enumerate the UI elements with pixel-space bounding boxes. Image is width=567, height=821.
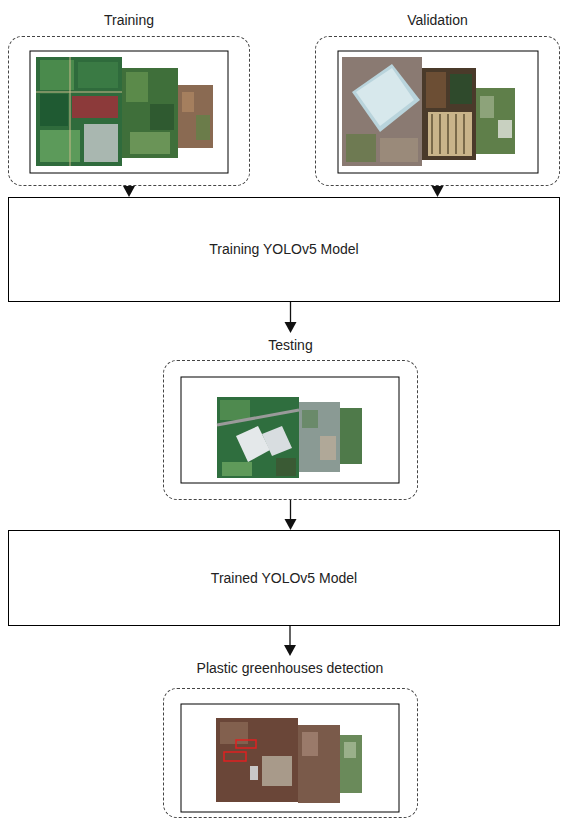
flow-arrow bbox=[285, 302, 297, 333]
dataset-panel: Plastic greenhouses detection bbox=[120, 656, 460, 818]
flow-arrow bbox=[285, 500, 297, 530]
process-box: Trained YOLOv5 Model bbox=[8, 530, 560, 626]
box-label: Trained YOLOv5 Model bbox=[211, 570, 357, 587]
dashed-frame bbox=[8, 36, 250, 186]
box-label: Training YOLOv5 Model bbox=[209, 241, 358, 258]
dataset-panel: Training bbox=[8, 8, 250, 186]
dataset-panel: Testing bbox=[163, 333, 418, 500]
flow-arrow bbox=[123, 186, 135, 197]
dashed-frame bbox=[315, 36, 560, 186]
dashed-frame bbox=[163, 688, 418, 818]
panel-heading: Plastic greenhouses detection bbox=[120, 660, 460, 677]
process-box: Training YOLOv5 Model bbox=[8, 197, 560, 302]
flow-arrow bbox=[284, 626, 296, 656]
panel-heading: Validation bbox=[315, 12, 560, 29]
panel-heading: Training bbox=[8, 12, 250, 29]
dataset-panel: Validation bbox=[315, 8, 560, 186]
dashed-frame bbox=[163, 360, 418, 500]
panel-heading: Testing bbox=[163, 337, 418, 354]
flow-arrow bbox=[432, 186, 444, 197]
